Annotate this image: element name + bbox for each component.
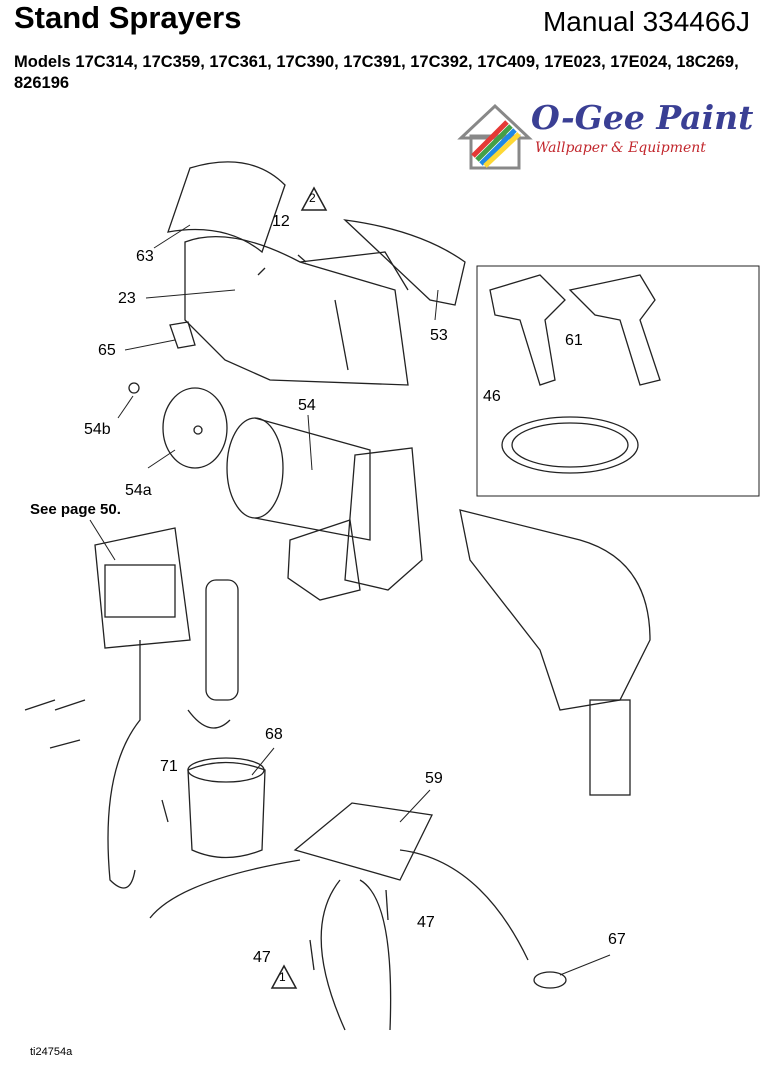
callout-61: 61 [565, 332, 583, 349]
leader-line [307, 414, 313, 471]
part-54-motor-body [254, 417, 371, 541]
callout-59: 59 [425, 770, 443, 787]
company-logo: O-Gee Paint Wallpaper & Equipment [455, 98, 754, 170]
control-box [94, 527, 191, 649]
part-12-screw [297, 254, 307, 263]
callout-54a: 54a [125, 482, 152, 499]
page-title: Stand Sprayers [14, 0, 242, 35]
bolt [49, 739, 81, 749]
filter-housing [205, 579, 239, 701]
gearbox-housing [344, 447, 423, 591]
part-61-gun-right [568, 274, 661, 386]
callout-12: 12 [272, 213, 290, 230]
part-46-hose [501, 416, 639, 474]
warning-number-2: 2 [309, 191, 316, 205]
stand-front-legs [149, 849, 529, 961]
accessory-inset-box [476, 265, 760, 497]
leader-line [434, 289, 439, 321]
callout-63: 63 [136, 248, 154, 265]
part-54a-hub [193, 425, 203, 435]
part-47-screw [385, 889, 389, 921]
part-59-plate [293, 802, 433, 881]
part-65-label [169, 321, 196, 349]
callout-67: 67 [608, 931, 626, 948]
manual-number: Manual 334466J [542, 6, 750, 37]
part-54b-clip [128, 382, 140, 394]
leader-line [145, 289, 236, 299]
part-61-gun-left [489, 274, 566, 386]
stand-rear-leg [320, 879, 392, 1031]
part-68-bucket [187, 761, 266, 859]
warning-triangle-icon [270, 964, 298, 989]
callout-54b: 54b [84, 421, 111, 438]
part-67-cap [533, 971, 567, 989]
leader-line [399, 789, 431, 823]
leader-line [251, 747, 275, 776]
callout-65: 65 [98, 342, 116, 359]
logo-tagline: Wallpaper & Equipment [535, 140, 706, 156]
part-71-screw [161, 799, 169, 823]
part-54-motor-end [226, 417, 284, 519]
callout-68: 68 [265, 726, 283, 743]
callout-53: 53 [430, 327, 448, 344]
callout-46: 46 [483, 388, 501, 405]
leader-line [559, 954, 611, 976]
callout-47: 47 [417, 914, 435, 931]
part-47-screw [309, 939, 315, 971]
part-46-hose-inner [511, 422, 629, 468]
figure-id: ti24754a [30, 1046, 73, 1058]
logo-name: O-Gee Paint [531, 98, 754, 137]
house-logo-icon [457, 103, 533, 170]
leader-line [147, 449, 176, 469]
part-12-screw [257, 267, 266, 276]
model-list: Models 17C314, 17C359, 17C361, 17C390, 1… [14, 53, 739, 92]
warning-number-1: 1 [279, 970, 286, 984]
power-cord [107, 640, 141, 889]
part-54a-fan [162, 387, 228, 469]
callout-54: 54 [298, 397, 316, 414]
see-page-note: See page 50. [30, 501, 121, 518]
warning-triangle-icon [300, 186, 328, 211]
leader-line [153, 224, 191, 249]
leader-line [117, 395, 134, 419]
callout-71: 71 [160, 758, 178, 775]
motor-bracket [287, 519, 361, 601]
pump-assembly [459, 509, 651, 711]
control-box-cover [104, 564, 176, 618]
part-63-shroud-sheet [167, 161, 286, 254]
part-68-bucket-rim [187, 757, 265, 783]
leader-line [89, 519, 116, 561]
callout-47: 47 [253, 949, 271, 966]
part-23-shroud-edge [299, 251, 409, 371]
filter-hook [187, 709, 231, 729]
pump-outlet [589, 699, 631, 796]
bolt [54, 699, 86, 711]
part-53-label [343, 219, 466, 306]
leader-line [124, 339, 176, 351]
bolt [24, 699, 56, 711]
callout-23: 23 [118, 290, 136, 307]
part-23-motor-shroud [184, 236, 409, 386]
